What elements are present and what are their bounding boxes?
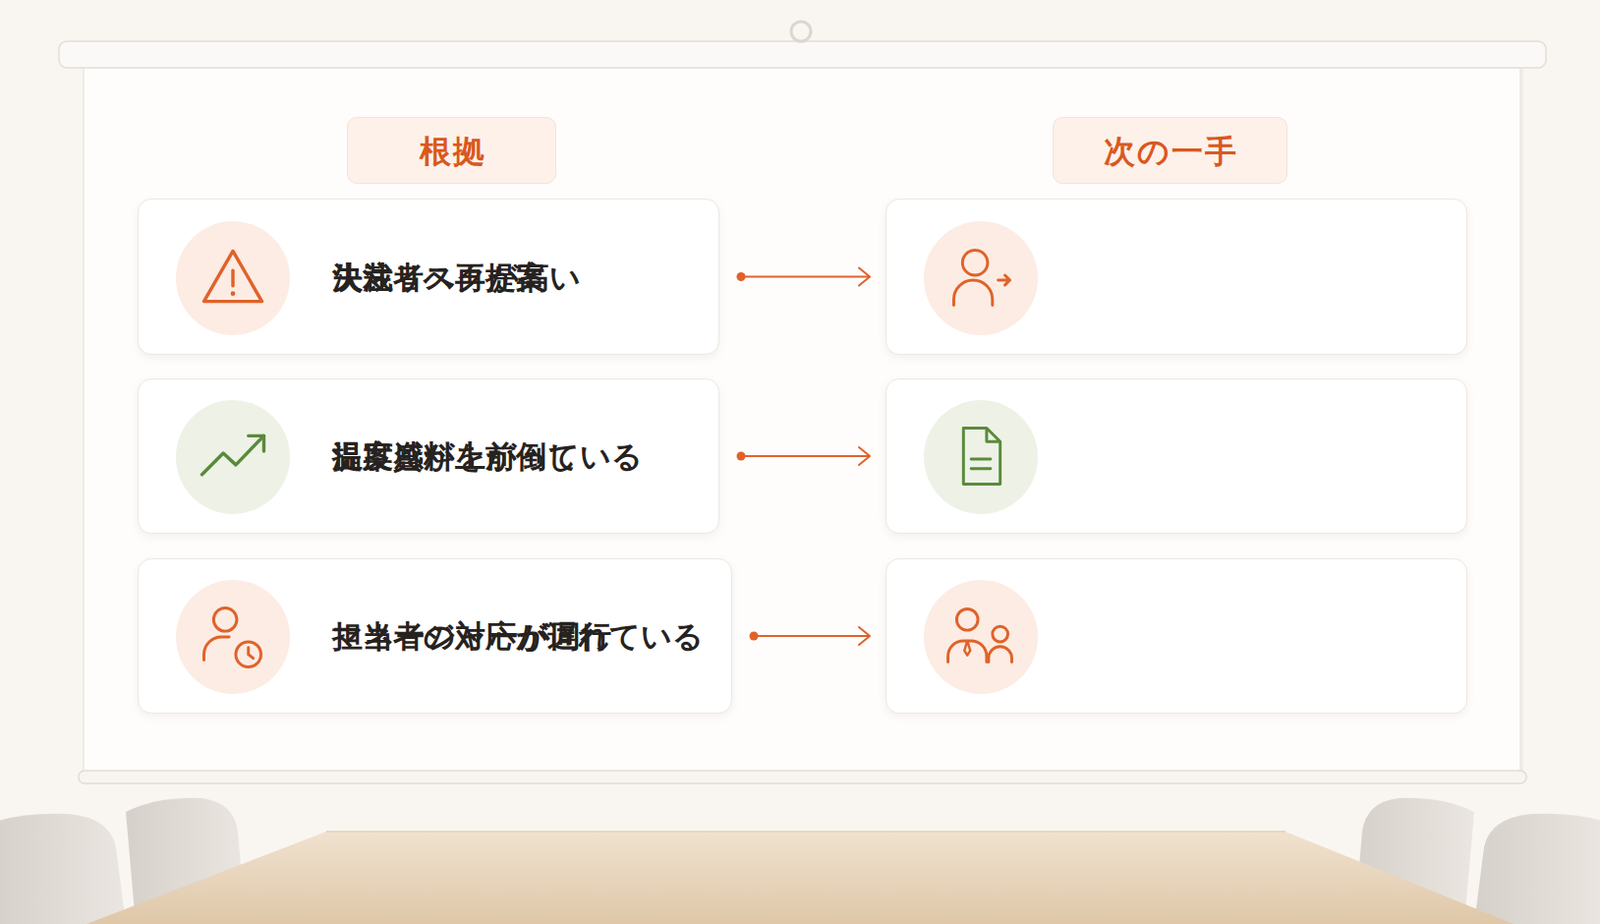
arrow-connector bbox=[749, 627, 871, 645]
team-icon bbox=[922, 578, 1039, 695]
person-arrow-icon bbox=[922, 220, 1039, 337]
card-box: 提案資料を前倒し bbox=[885, 378, 1468, 534]
screen-roller bbox=[58, 41, 1546, 68]
header-pill: 根拠 bbox=[346, 116, 557, 184]
screen-bar bbox=[78, 770, 1527, 784]
person-clock-icon bbox=[174, 578, 291, 695]
header-pill: 次の一手 bbox=[1052, 116, 1288, 184]
header-label: 根拠 bbox=[419, 132, 487, 171]
trend-up-icon bbox=[174, 399, 291, 515]
chair bbox=[0, 813, 126, 924]
card-label: マネージャーが同行 bbox=[332, 618, 612, 655]
arrow-connector bbox=[737, 447, 871, 465]
chair bbox=[1474, 813, 1600, 924]
projection-screen bbox=[83, 64, 1521, 775]
document-icon bbox=[922, 399, 1039, 515]
meeting-table bbox=[86, 831, 1514, 924]
screen-hook bbox=[791, 21, 811, 42]
card-label: 提案資料を前倒し bbox=[332, 438, 578, 475]
card-label: 決裁者へ再提案 bbox=[332, 259, 547, 296]
header-label: 次の一手 bbox=[1103, 132, 1239, 171]
arrow-connector bbox=[737, 268, 871, 286]
card-box: 決裁者へ再提案 bbox=[885, 198, 1468, 355]
table-edge bbox=[326, 830, 1286, 833]
card-box: マネージャーが同行 bbox=[885, 558, 1468, 714]
warning-icon bbox=[174, 220, 291, 337]
